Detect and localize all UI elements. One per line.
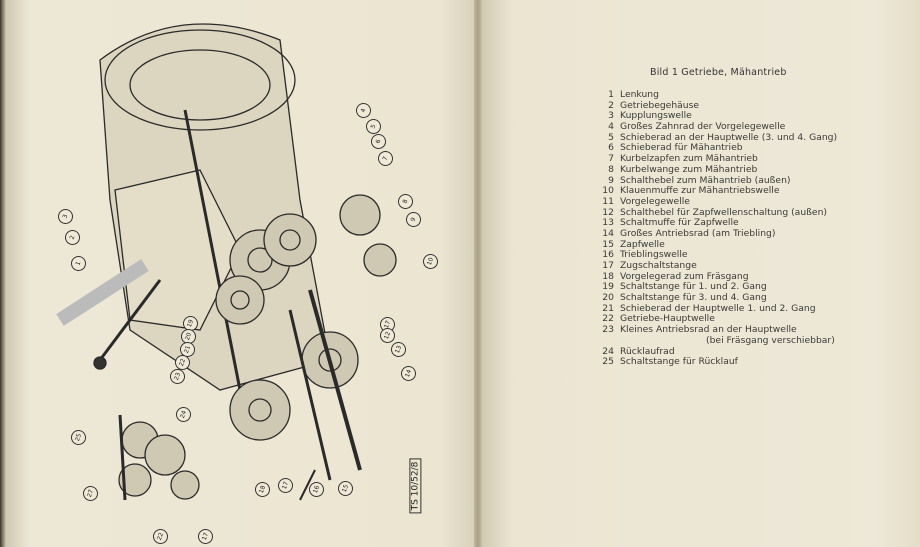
gearbox-exploded-drawing [56,23,397,501]
legend-item: 1 Lenkung [596,89,837,101]
legend-text: Klauenmuffe zur Mähantriebswelle [620,185,780,197]
legend-text: Schalthebel zum Mähantrieb (außen) [620,174,791,186]
legend-text: Schaltstange für 1. und 2. Gang [620,281,767,293]
legend-number: 24 [602,345,614,357]
legend-number: 19 [602,281,614,293]
legend-number: 9 [608,174,614,186]
legend-text: Kurbelwange zum Mähantrieb [620,163,758,175]
legend-number: 13 [602,217,614,229]
legend-item: 20 Schaltstange für 3. und 4. Gang [596,292,837,304]
legend-text: Großes Zahnrad der Vorgelegewelle [620,121,786,133]
legend-text: Schieberad der Hauptwelle 1. und 2. Gang [620,302,816,314]
legend-text: Kleines Antriebsrad an der Hauptwelle [620,324,797,336]
legend-text: Schaltstange für Rücklauf [620,356,738,368]
legend-item: 22 Getriebe-Hauptwelle [596,314,837,325]
legend-text: Vorgelegewelle [620,195,690,207]
legend-item: 23 Kleines Antriebsrad an der Hauptwelle [596,324,837,336]
figure-title: Bild 1 Getriebe, Mähantrieb [650,67,787,78]
legend-item: 5 Schieberad an der Hauptwelle (3. und 4.… [596,131,838,144]
legend-text: Kurbelzapfen zum Mähantrieb [620,153,758,165]
legend-text: Vorgelegerad zum Fräsgang [620,270,749,282]
legend-number: 15 [602,238,614,250]
legend-number: 14 [602,227,614,239]
legend-number: 8 [608,163,614,175]
legend-number: 4 [608,121,614,133]
legend-text: Großes Antriebsrad (am Triebling) [620,227,776,239]
legend-item: 11 Vorgelegewelle [596,195,837,208]
legend-text: Kupplungswelle [620,110,692,122]
legend-number: 10 [602,185,614,197]
legend-item: 21 Schieberad der Hauptwelle 1. und 2. Ga… [596,302,837,315]
legend-item: 24 Rücklaufrad [596,345,837,358]
legend-number: 11 [602,195,614,207]
legend-text: Schieberad an der Hauptwelle (3. und 4. … [620,131,838,143]
legend-number: 2 [608,99,614,111]
legend-number: 6 [608,142,614,154]
legend-text: Trieblingswelle [620,249,688,261]
legend-item: 17 Zugschaltstange [596,260,837,272]
legend-number: 1 [608,89,614,100]
legend-text: Schalthebel für Zapfwellenschaltung (auß… [620,206,827,218]
legend-number: 25 [602,356,614,368]
legend-number: 5 [608,131,614,143]
legend-text: Zugschaltstange [620,260,697,271]
legend-item: 6 Schieberad für Mähantrieb [596,143,837,154]
legend-number: 22 [602,313,614,325]
legend-text: Zapfwelle [620,238,665,250]
legend-number: 3 [608,110,614,122]
right-page [478,0,920,547]
legend-item: 25 Schaltstange für Rücklauf [596,356,837,368]
legend-item: 19 Schaltstange für 1. und 2. Gang [596,282,837,293]
legend-item: 18 Vorgelegerad zum Fräsgang [596,270,837,283]
legend-number: 17 [602,260,614,271]
legend-number: 20 [602,292,614,304]
legend-text: Getriebe-Hauptwelle [620,313,715,325]
legend-number: 23 [602,324,614,336]
legend-number: 18 [602,270,614,282]
legend-item: 10 Klauenmuffe zur Mähantriebswelle [596,185,837,197]
legend-text: Rücklaufrad [620,345,675,357]
legend-text: Schaltstange für 3. und 4. Gang [620,292,767,304]
legend-item: 15 Zapfwelle [596,238,837,251]
legend-item: 3 Kupplungswelle [596,111,837,122]
legend-item: 16 Trieblingswelle [596,250,837,261]
legend-text: Schieberad für Mähantrieb [620,142,743,154]
legend-item-continuation: (bei Fräsgang verschiebbar) [706,334,835,346]
legend-number: 21 [602,302,614,314]
legend-number: 16 [602,249,614,261]
legend-text: Lenkung [620,89,659,100]
legend-item: 7 Kurbelzapfen zum Mähantrieb [596,153,837,165]
legend-text: Getriebegehäuse [620,99,700,111]
legend-item: 8 Kurbelwange zum Mähantrieb [596,163,837,176]
legend-item: 13 Schaltmuffe für Zapfwelle [596,218,837,229]
legend-item: 14 Großes Antriebsrad (am Triebling) [596,227,837,240]
drawing-stamp: TS 10/52/8 [409,458,422,514]
legend-number: 12 [602,206,614,218]
legend-item: 9 Schalthebel zum Mähantrieb (außen) [596,174,837,187]
legend-number: 7 [608,153,614,165]
legend-item: 2 Getriebegehäuse [596,99,837,112]
legend-item: 4 Großes Zahnrad der Vorgelegewelle [596,121,837,133]
book-gutter [474,0,482,547]
legend-item: 12 Schalthebel für Zapfwellenschaltung (a… [596,206,837,219]
legend-text: Schaltmuffe für Zapfwelle [620,217,739,229]
